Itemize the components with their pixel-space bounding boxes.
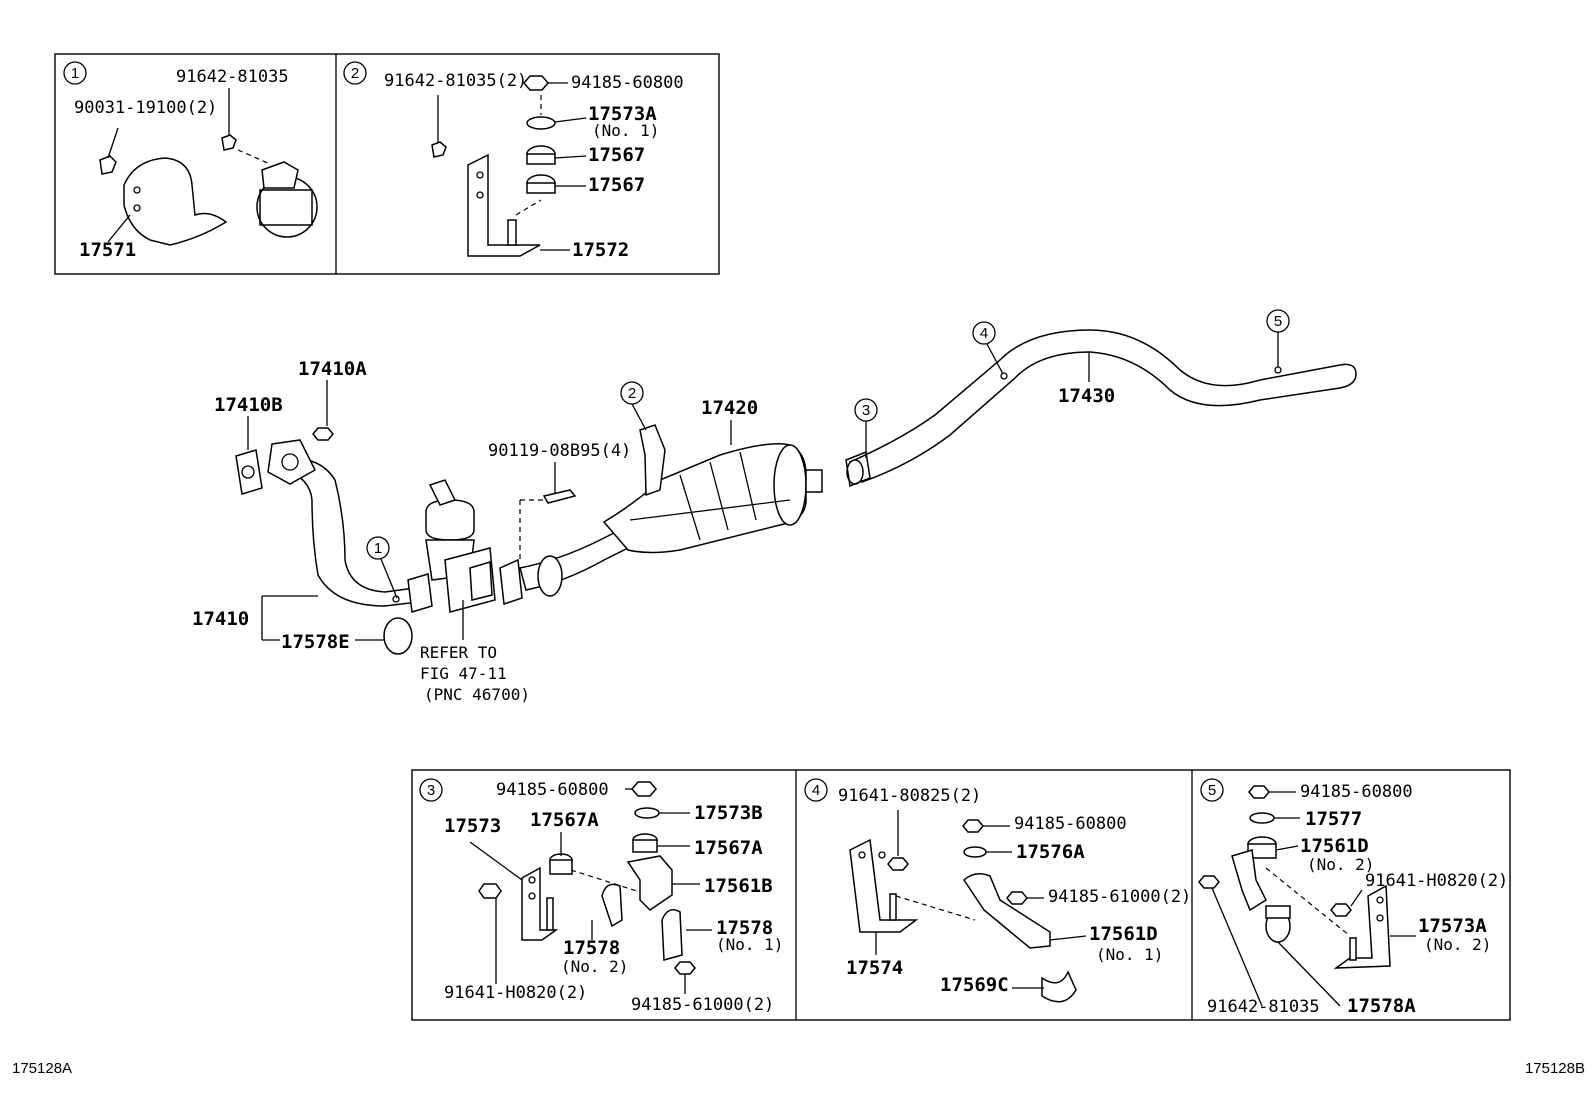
callout-2: 2 xyxy=(628,385,636,402)
label-17574: 17574 xyxy=(846,957,903,979)
inset-box-1-2 xyxy=(54,53,720,275)
label-17573: 17573 xyxy=(444,815,501,837)
callout-3: 3 xyxy=(862,402,870,419)
label-17410: 17410 xyxy=(192,608,249,630)
callout-5: 5 xyxy=(1274,313,1282,330)
label-94185-61000-inset4: 94185-61000(2) xyxy=(1048,887,1191,907)
label-90119-08B95: 90119-08B95(4) xyxy=(488,441,631,461)
inset-1-number: 1 xyxy=(71,65,79,82)
label-94185-61000-inset3: 94185-61000(2) xyxy=(631,995,774,1015)
label-91642-81035-2: 91642-81035(2) xyxy=(384,71,527,91)
center-pipe xyxy=(519,528,629,591)
label-17410A: 17410A xyxy=(298,358,367,380)
label-91642-81035-inset1: 91642-81035 xyxy=(176,67,289,87)
tail-pipe-17430 xyxy=(848,329,1357,483)
label-94185-60800-inset4: 94185-60800 xyxy=(1014,814,1127,834)
label-no2-inset5-b: (No. 2) xyxy=(1424,935,1491,954)
inset-5: 5 94185-60800 17577 17561D (No. 2) 91641… xyxy=(1198,778,1508,1017)
label-17569C: 17569C xyxy=(940,974,1009,996)
label-91641-80825: 91641-80825(2) xyxy=(838,786,981,806)
label-17573A-no2: 17573A xyxy=(1418,915,1487,937)
label-17567A-a: 17567A xyxy=(530,809,599,831)
label-17567-b: 17567 xyxy=(588,174,645,196)
label-17576A: 17576A xyxy=(1016,841,1085,863)
front-pipe-flange xyxy=(267,439,316,485)
refer-to-line1: REFER TO xyxy=(420,643,497,662)
label-17567A-b: 17567A xyxy=(694,837,763,859)
inset-4-number: 4 xyxy=(812,782,820,799)
label-90031-19100: 90031-19100(2) xyxy=(74,98,217,118)
inset-2-number: 2 xyxy=(351,65,359,82)
refer-to-line3: (PNC 46700) xyxy=(424,685,530,704)
label-17430: 17430 xyxy=(1058,385,1115,407)
label-17578-no2: 17578 xyxy=(563,937,620,959)
label-94185-60800-inset3: 94185-60800 xyxy=(496,780,609,800)
label-17571: 17571 xyxy=(79,239,136,261)
label-no2-inset5-a: (No. 2) xyxy=(1307,855,1374,874)
label-no1-inset3: (No. 1) xyxy=(716,935,783,954)
refer-to-line2: FIG 47-11 xyxy=(420,664,507,683)
footer-code-left: 175128A xyxy=(12,1060,72,1077)
label-91642-81035-inset5: 91642-81035 xyxy=(1207,997,1320,1017)
label-17561D-no1: 17561D xyxy=(1089,923,1158,945)
label-17420: 17420 xyxy=(701,397,758,419)
label-17561D-no2: 17561D xyxy=(1300,835,1369,857)
inset-4: 4 91641-80825(2) 94185-60800 17576A 9418… xyxy=(804,778,1191,1003)
inset-1: 1 91642-81035 90031-19100(2) 17571 xyxy=(63,61,318,261)
footer-code-right: 175128B xyxy=(1525,1060,1585,1077)
label-94185-60800-inset5: 94185-60800 xyxy=(1300,782,1413,802)
label-17561B: 17561B xyxy=(704,875,773,897)
main-assembly: 1 2 3 4 5 17410A 17410B 17410 17578E 174… xyxy=(192,309,1357,704)
callout-4: 4 xyxy=(980,325,988,342)
gasket-17410B xyxy=(235,449,263,495)
label-no1-inset4: (No. 1) xyxy=(1096,945,1163,964)
label-91641-H0820-inset5: 91641-H0820(2) xyxy=(1365,871,1508,891)
label-17578-no1: 17578 xyxy=(716,917,773,939)
label-no1-inset2: (No. 1) xyxy=(592,121,659,140)
front-pipe-17410 xyxy=(278,456,419,607)
label-17573A-inset2: 17573A xyxy=(588,103,657,125)
label-17577: 17577 xyxy=(1305,808,1362,830)
label-17573B: 17573B xyxy=(694,802,763,824)
inset-3-number: 3 xyxy=(427,782,435,799)
inset-3: 3 94185-60800 17573B 17573 17567A 17567A… xyxy=(419,778,783,1015)
inset-5-number: 5 xyxy=(1208,782,1216,799)
inset-box-3-4-5 xyxy=(411,769,1511,1021)
label-91641-H0820-inset3: 91641-H0820(2) xyxy=(444,983,587,1003)
label-17567-a: 17567 xyxy=(588,144,645,166)
callout-1: 1 xyxy=(374,540,382,557)
label-no2-inset3: (No. 2) xyxy=(561,957,628,976)
label-17410B: 17410B xyxy=(214,394,283,416)
inset-2: 2 91642-81035(2) 94185-60800 17573A (No.… xyxy=(343,61,684,261)
label-17578E: 17578E xyxy=(281,631,350,653)
label-17572: 17572 xyxy=(572,239,629,261)
heat-insulator-shape xyxy=(123,157,228,246)
label-17578A: 17578A xyxy=(1347,995,1416,1017)
label-94185-60800-inset2: 94185-60800 xyxy=(571,73,684,93)
